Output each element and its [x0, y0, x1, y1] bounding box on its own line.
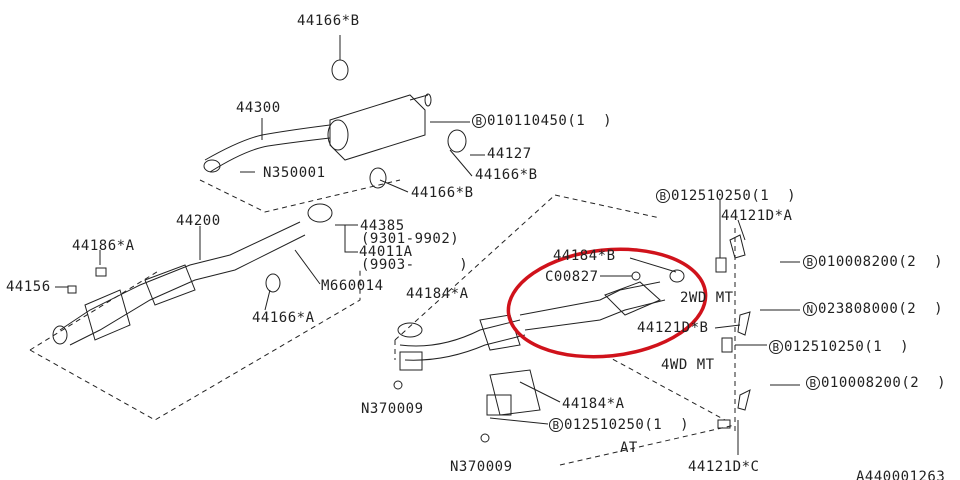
- part-label: 44127: [487, 146, 532, 162]
- diagram-id: A440001263: [856, 469, 946, 480]
- part-label: 44121D*C: [688, 459, 760, 475]
- part-label: 44166*A: [252, 310, 315, 326]
- part-label: 44200: [176, 213, 221, 229]
- highlight-circle: [506, 247, 708, 359]
- part-number: 012510250(1 ): [564, 417, 690, 433]
- part-label: 44186*A: [72, 238, 135, 254]
- part-number: 010008200(2 ): [818, 254, 944, 270]
- date-range: (9903- ): [361, 257, 469, 273]
- group-boundaries: [29, 179, 736, 466]
- part-label: 44184*A: [406, 286, 469, 302]
- part-number: 010110450(1 ): [487, 113, 613, 129]
- part-number: 012510250(1 ): [671, 188, 797, 204]
- n-marker-icon: N: [803, 302, 817, 316]
- part-label: M660014: [321, 278, 384, 294]
- part-label: 44184*A: [562, 396, 625, 412]
- part-label: N370009: [450, 459, 513, 475]
- part-label: 44166*B: [475, 167, 538, 183]
- variant-label: 4WD MT: [661, 357, 715, 373]
- part-label: N370009: [361, 401, 424, 417]
- part-label: 44184*B: [553, 248, 616, 264]
- variant-label: 2WD MT: [680, 290, 734, 306]
- part-label: N350001: [263, 165, 326, 181]
- part-label: 44300: [236, 100, 281, 116]
- b-marker-icon: B: [549, 418, 563, 432]
- part-number: 012510250(1 ): [784, 339, 910, 355]
- date-range: (9301-9902): [361, 231, 460, 247]
- part-number: 023808000(2 ): [818, 301, 944, 317]
- part-label: 44166*B: [297, 13, 360, 29]
- part-label: 44121D*A: [721, 208, 793, 224]
- b-marker-icon: B: [803, 255, 817, 269]
- muffler-44300: [203, 59, 467, 189]
- variant-label: AT: [620, 440, 638, 456]
- part-label: 44011A: [359, 244, 413, 260]
- b-marker-icon: B: [806, 376, 820, 390]
- b-marker-icon: B: [656, 189, 670, 203]
- part-label: C00827: [545, 269, 599, 285]
- b-marker-icon: B: [769, 340, 783, 354]
- part-number: 010008200(2 ): [821, 375, 947, 391]
- front-pipe: [393, 234, 751, 443]
- leader-lines: [55, 35, 800, 455]
- part-label: 44385: [360, 218, 405, 234]
- part-label: 44121D*B: [637, 320, 709, 336]
- b-marker-icon: B: [472, 114, 486, 128]
- part-label: 44156: [6, 279, 51, 295]
- center-pipe-44200: [52, 203, 333, 346]
- part-label: 44166*B: [411, 185, 474, 201]
